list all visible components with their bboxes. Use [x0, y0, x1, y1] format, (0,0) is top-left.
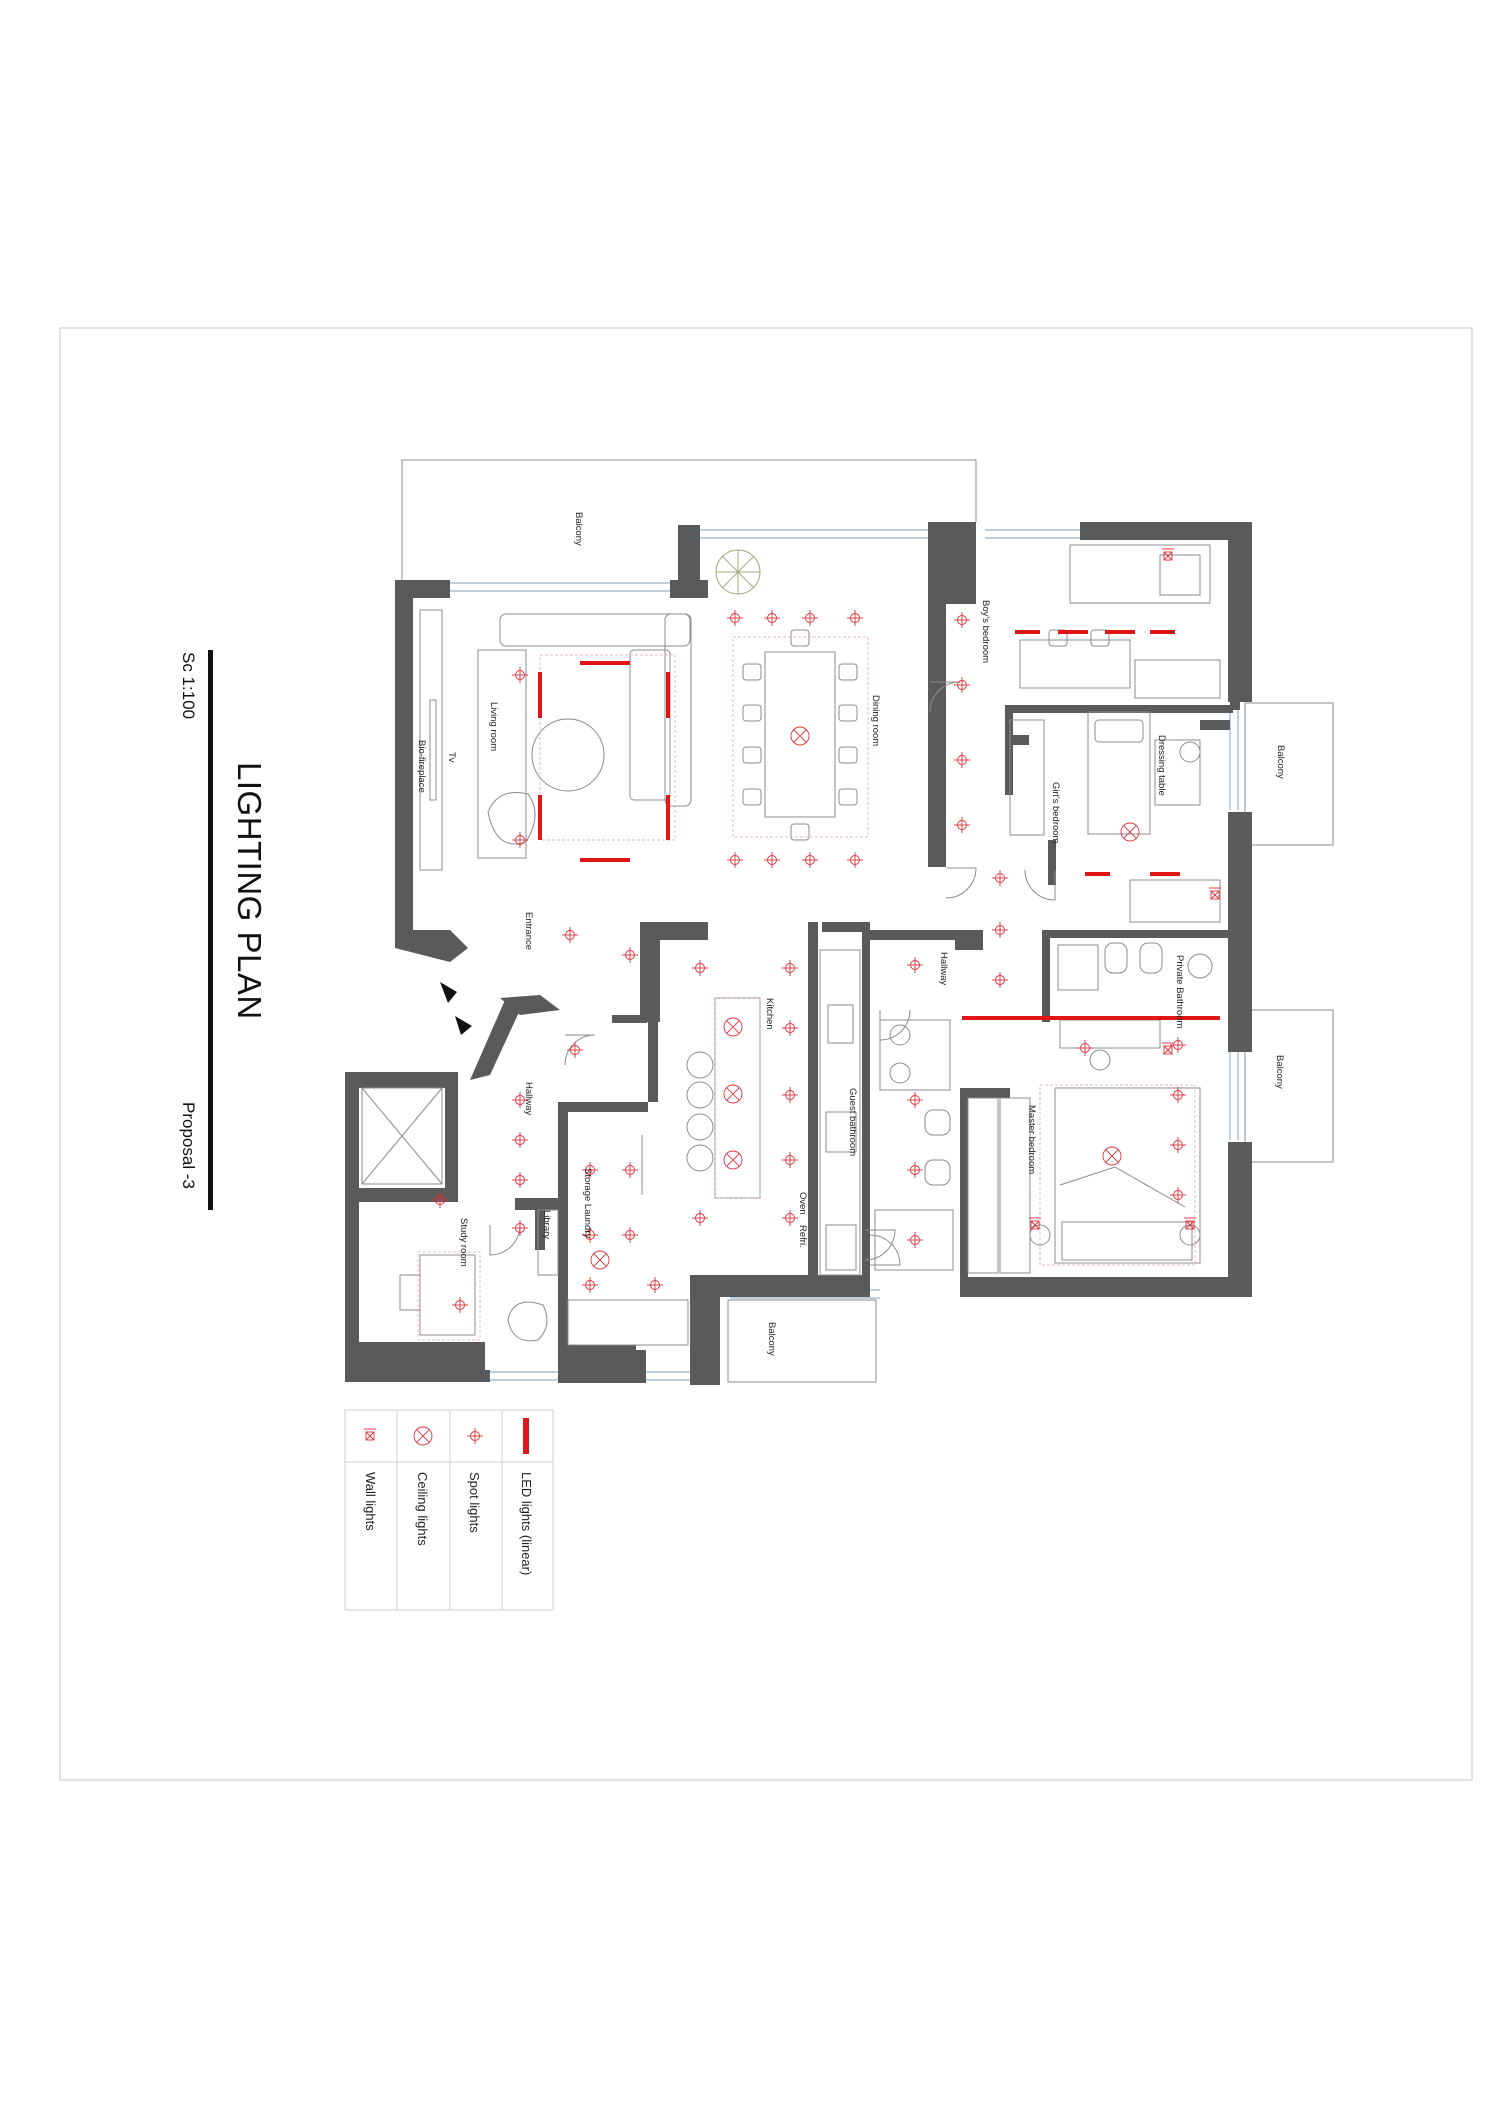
label-oven: Oven	[797, 1192, 808, 1215]
label-balcony-top: Balcony	[573, 512, 584, 546]
lighting-symbols	[431, 548, 1222, 1314]
legend: LED lights (linear) Spot lights Ceiling …	[344, 1409, 554, 1611]
spot-light-icon	[466, 1427, 484, 1445]
legend-led-label: LED lights (linear)	[519, 1472, 534, 1575]
label-living-room: Living room	[488, 702, 499, 751]
balconies	[401, 459, 1334, 1383]
ceiling-light-icon	[413, 1426, 433, 1446]
boys-bedroom-furniture	[1019, 544, 1221, 699]
proposal-label: Proposal -3	[179, 1102, 198, 1189]
door-swings	[489, 681, 1056, 1266]
led-line-icon	[523, 1418, 529, 1454]
legend-spot: Spot lights	[466, 1427, 484, 1533]
private-bathroom-fixtures	[1057, 942, 1213, 991]
floor-plan	[345, 459, 1334, 1385]
label-balcony-right-bottom: Balcony	[1274, 1055, 1285, 1089]
storage-study-furniture	[361, 1087, 689, 1346]
legend-wall-label: Wall lights	[363, 1472, 378, 1531]
sheet-frame	[59, 327, 1473, 1781]
scale-label: Sc 1:100	[179, 652, 198, 719]
label-balcony-right-top: Balcony	[1275, 745, 1286, 779]
entry-arrow-icon	[455, 1016, 472, 1035]
dining-furniture	[715, 549, 869, 841]
wall-light-icon	[363, 1428, 377, 1441]
guest-bathroom-fixtures	[874, 1019, 954, 1271]
master-bedroom-furniture	[967, 1019, 1201, 1274]
led-linear-lights	[538, 630, 1220, 1020]
living-room-furniture	[419, 609, 692, 871]
label-refri: Refri.	[797, 1225, 808, 1248]
wall-lights	[1028, 548, 1222, 1230]
label-bio-fireplace: Bio-fireplace	[416, 740, 427, 793]
label-private-bathroom: Private Bathroom	[1174, 955, 1185, 1028]
label-girls-bedroom: Girl's bedroom	[1050, 782, 1061, 844]
label-guest-bathroom: Guest bathroom	[847, 1088, 858, 1156]
label-hallway-mid: Hallway	[938, 952, 949, 986]
label-balcony-bottom: Balcony	[766, 1322, 777, 1356]
label-entrance: Entrance	[523, 912, 534, 950]
legend-led: LED lights (linear)	[519, 1418, 534, 1575]
label-hallway-left: Hallway	[523, 1082, 534, 1116]
label-master-bedroom: Master bedroom	[1026, 1105, 1037, 1174]
kitchen-furniture	[641, 949, 861, 1276]
label-storage-laundry: Storage Laundry	[582, 1168, 593, 1238]
entry-arrow-icon	[440, 982, 457, 1003]
legend-wall: Wall lights	[363, 1428, 378, 1531]
label-study-room: Study room	[458, 1218, 469, 1267]
title-block: Sc 1:100 LIGHTING PLAN Proposal -3	[179, 650, 268, 1210]
label-library: Library	[541, 1210, 552, 1239]
label-dining-room: Dining room	[870, 695, 881, 746]
legend-ceiling-label: Ceiling lights	[415, 1472, 430, 1546]
plant-icon	[715, 549, 761, 595]
label-boys-bedroom: Boy's bedroom	[980, 600, 991, 663]
legend-ceiling: Ceiling lights	[413, 1426, 433, 1546]
label-tv: Tv	[446, 752, 457, 763]
windows	[450, 529, 1239, 1381]
walls	[345, 522, 1252, 1385]
legend-spot-label: Spot lights	[467, 1472, 482, 1533]
entrance-arrows	[440, 982, 472, 1035]
label-kitchen: Kitchen	[764, 998, 775, 1030]
title-rule	[208, 650, 213, 1210]
room-labels: Balcony Living room Tv Bio-fireplace Din…	[416, 512, 1286, 1356]
girls-bedroom-furniture	[1009, 711, 1221, 923]
page-title: LIGHTING PLAN	[231, 762, 268, 1020]
label-dressing-table: Dressing table	[1156, 735, 1167, 796]
